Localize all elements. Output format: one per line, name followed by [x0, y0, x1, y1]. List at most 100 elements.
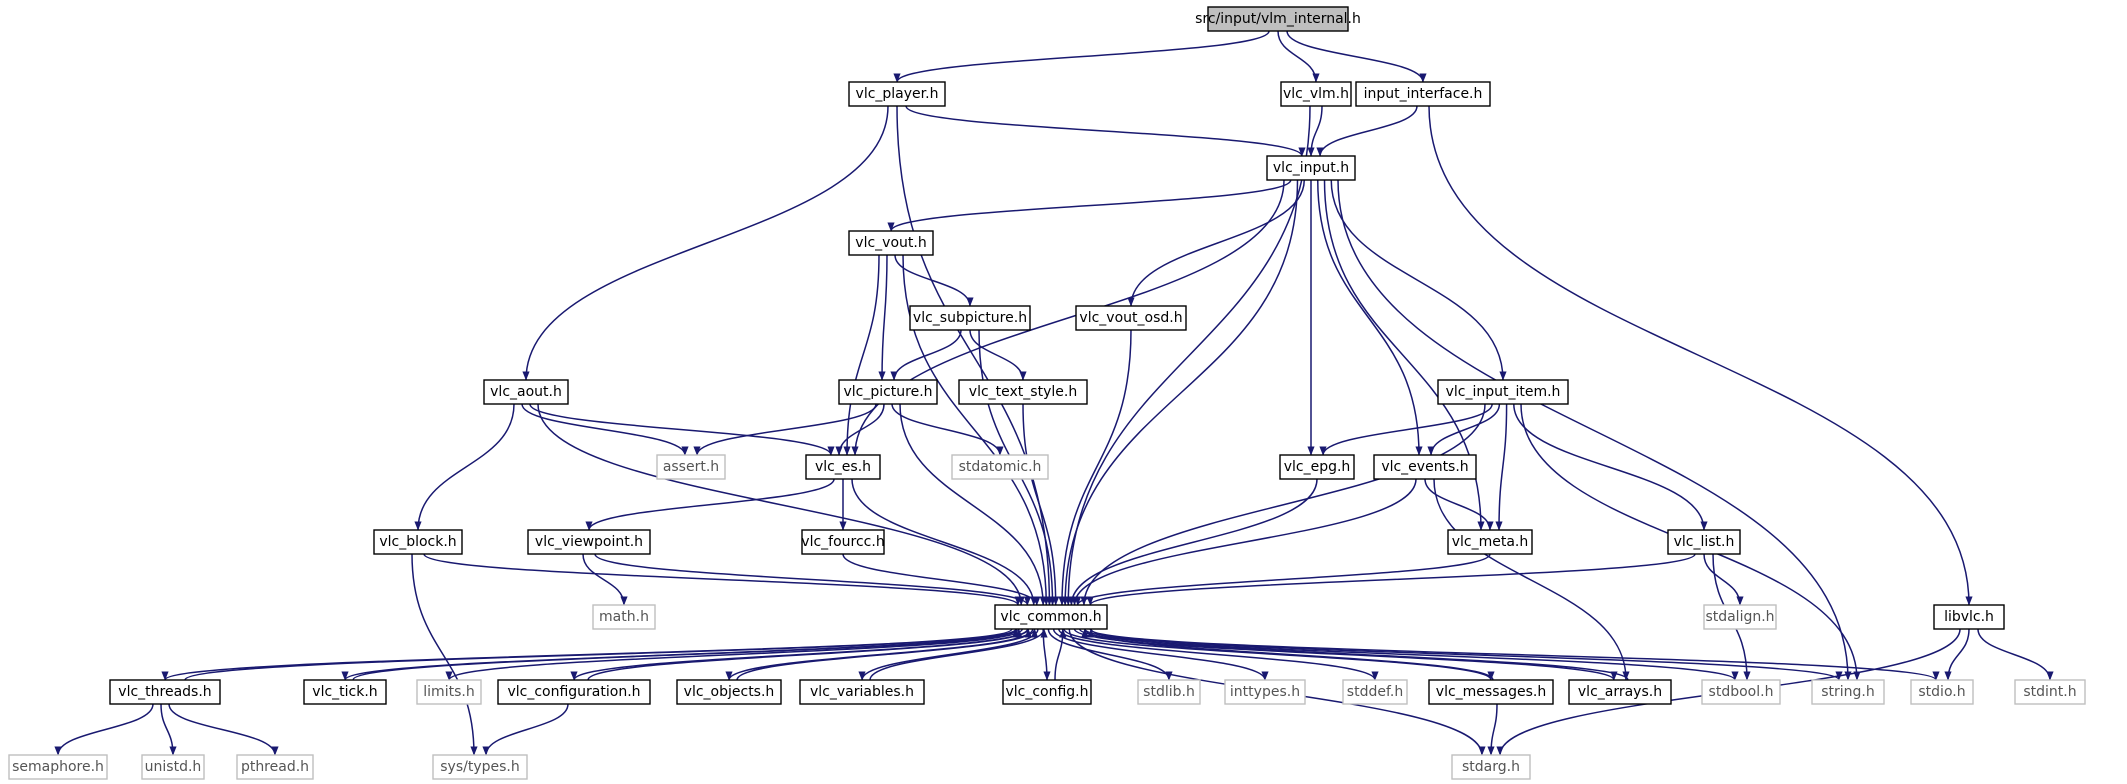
node-stdint-label: stdint.h: [2023, 684, 2076, 700]
edge-vlc-picture-to-vlc-common: [899, 403, 1047, 606]
node-vlc-input-item[interactable]: vlc_input_item.h: [1437, 379, 1569, 405]
edge-vlc-arrays-to-vlc-common: [1087, 628, 1629, 681]
node-vlc-vout-osd-label: vlc_vout_osd.h: [1079, 310, 1182, 326]
edge-vlc-block-to-sys-types: [411, 553, 478, 756]
edge-vlc-player-to-vlc-input: [905, 105, 1306, 157]
node-stdint-box: [2014, 679, 2086, 705]
node-vlc-meta[interactable]: vlc_meta.h: [1447, 529, 1533, 555]
node-stdint: stdint.h: [2014, 679, 2086, 705]
node-vlc-player[interactable]: vlc_player.h: [848, 81, 946, 107]
node-vlc-viewpoint[interactable]: vlc_viewpoint.h: [527, 529, 651, 555]
node-stdalign: stdalign.h: [1703, 604, 1777, 630]
node-libvlc[interactable]: libvlc.h: [1933, 604, 2005, 630]
node-unistd: unistd.h: [141, 754, 205, 780]
edge-vlc-vout-to-vlc-es: [843, 254, 880, 456]
node-input-interface[interactable]: input_interface.h: [1355, 81, 1491, 107]
node-string-box: [1811, 679, 1885, 705]
edge-root-to-vlc-player: [893, 30, 1270, 83]
node-vlc-vout[interactable]: vlc_vout.h: [848, 230, 934, 256]
edge-root-to-input-interface: [1286, 30, 1427, 83]
node-semaphore: semaphore.h: [8, 754, 108, 780]
node-vlc-objects[interactable]: vlc_objects.h: [676, 679, 782, 705]
node-vlc-messages[interactable]: vlc_messages.h: [1428, 679, 1554, 705]
edge-vlc-fourcc-to-vlc-common: [842, 553, 1041, 606]
node-vlc-input[interactable]: vlc_input.h: [1266, 155, 1356, 181]
edge-vlc-input-item-to-vlc-meta: [1495, 403, 1508, 531]
node-vlc-input-item-box: [1437, 379, 1569, 405]
node-vlc-text-style-label: vlc_text_style.h: [969, 384, 1077, 400]
node-vlc-vlm-label: vlc_vlm.h: [1283, 86, 1349, 102]
node-vlc-aout-box: [483, 379, 569, 405]
edge-vlc-configuration-to-sys-types: [482, 703, 569, 756]
edge-vlc-picture-to-vlc-es: [835, 403, 885, 456]
node-root[interactable]: src/input/vlm_internal.h: [1195, 6, 1361, 32]
edge-vlc-common-to-stdio: [1089, 628, 1940, 681]
edge-vlc-input-item-to-vlc-list: [1513, 403, 1708, 531]
edge-vlc-viewpoint-to-vlc-common: [594, 553, 1031, 606]
node-vlc-block-label: vlc_block.h: [379, 534, 456, 550]
edge-input-interface-to-vlc-input: [1316, 105, 1418, 157]
node-vlc-objects-label: vlc_objects.h: [684, 684, 775, 700]
edge-vlc-player-to-vlc-common: [896, 105, 1054, 606]
node-inttypes-label: inttypes.h: [1230, 684, 1300, 700]
edge-libvlc-to-stdint: [1977, 628, 2054, 681]
node-limits: limits.h: [416, 679, 482, 705]
edge-vlc-input-to-vlc-vout: [887, 179, 1292, 232]
edge-vlc-common-to-stdbool: [1079, 628, 1739, 681]
edge-vlc-input-to-vlc-events: [1317, 179, 1423, 456]
node-vlc-list-box: [1667, 529, 1741, 555]
node-vlc-block[interactable]: vlc_block.h: [373, 529, 463, 555]
edge-vlc-messages-to-stdarg: [1487, 703, 1498, 756]
node-vlc-variables-box: [799, 679, 925, 705]
node-vlc-vlm[interactable]: vlc_vlm.h: [1280, 81, 1352, 107]
node-sys-types: sys/types.h: [432, 754, 528, 780]
node-stdarg-label: stdarg.h: [1462, 759, 1520, 775]
node-vlc-threads-label: vlc_threads.h: [118, 684, 211, 700]
node-string-label: string.h: [1821, 684, 1875, 700]
edge-vlc-tick-to-vlc-common: [352, 628, 1023, 681]
edge-vlc-events-to-vlc-common: [1070, 478, 1417, 606]
node-vlc-list[interactable]: vlc_list.h: [1667, 529, 1741, 555]
node-vlc-text-style[interactable]: vlc_text_style.h: [958, 379, 1088, 405]
node-vlc-arrays[interactable]: vlc_arrays.h: [1568, 679, 1672, 705]
edges-layer: [54, 30, 2054, 756]
node-vlc-variables[interactable]: vlc_variables.h: [799, 679, 925, 705]
node-vlc-block-box: [373, 529, 463, 555]
node-vlc-config[interactable]: vlc_config.h: [1002, 679, 1092, 705]
node-stdalign-box: [1703, 604, 1777, 630]
edge-vlc-vlm-to-vlc-input: [1307, 105, 1323, 157]
nodes-layer: src/input/vlm_internal.h vlc_player.h vlc_…: [8, 6, 2086, 780]
node-vlc-epg[interactable]: vlc_epg.h: [1279, 454, 1355, 480]
node-vlc-tick[interactable]: vlc_tick.h: [303, 679, 387, 705]
edge-vlc-config-to-vlc-common: [1054, 628, 1067, 681]
edge-input-interface-to-libvlc: [1428, 105, 1973, 606]
node-vlc-subpicture-label: vlc_subpicture.h: [913, 310, 1027, 326]
node-vlc-threads[interactable]: vlc_threads.h: [109, 679, 221, 705]
node-vlc-es-label: vlc_es.h: [815, 459, 871, 475]
node-vlc-picture[interactable]: vlc_picture.h: [838, 379, 938, 405]
node-vlc-vout-osd[interactable]: vlc_vout_osd.h: [1075, 305, 1187, 331]
node-vlc-aout[interactable]: vlc_aout.h: [483, 379, 569, 405]
node-vlc-fourcc[interactable]: vlc_fourcc.h: [801, 529, 885, 555]
node-vlc-meta-box: [1447, 529, 1533, 555]
node-vlc-common[interactable]: vlc_common.h: [994, 604, 1108, 630]
edge-vlc-aout-to-vlc-common: [537, 403, 1025, 606]
node-stdarg: stdarg.h: [1451, 754, 1531, 780]
node-vlc-events[interactable]: vlc_events.h: [1373, 454, 1477, 480]
node-vlc-subpicture[interactable]: vlc_subpicture.h: [909, 305, 1031, 331]
node-vlc-es-box: [805, 454, 881, 480]
node-stdbool-label: stdbool.h: [1709, 684, 1774, 700]
edge-libvlc-to-stdio: [1944, 628, 1970, 681]
node-vlc-arrays-label: vlc_arrays.h: [1578, 684, 1662, 700]
edge-vlc-text-style-to-vlc-common: [1022, 403, 1060, 606]
node-vlc-subpicture-box: [909, 305, 1031, 331]
node-vlc-es[interactable]: vlc_es.h: [805, 454, 881, 480]
node-vlc-configuration[interactable]: vlc_configuration.h: [497, 679, 651, 705]
edge-vlc-vout-to-vlc-subpicture: [894, 254, 974, 307]
edge-vlc-list-to-stdalign: [1703, 553, 1744, 606]
edge-vlc-input-to-vlc-input-item: [1330, 179, 1507, 381]
node-semaphore-label: semaphore.h: [12, 759, 104, 775]
node-unistd-label: unistd.h: [145, 759, 202, 775]
node-assert-box: [656, 454, 726, 480]
